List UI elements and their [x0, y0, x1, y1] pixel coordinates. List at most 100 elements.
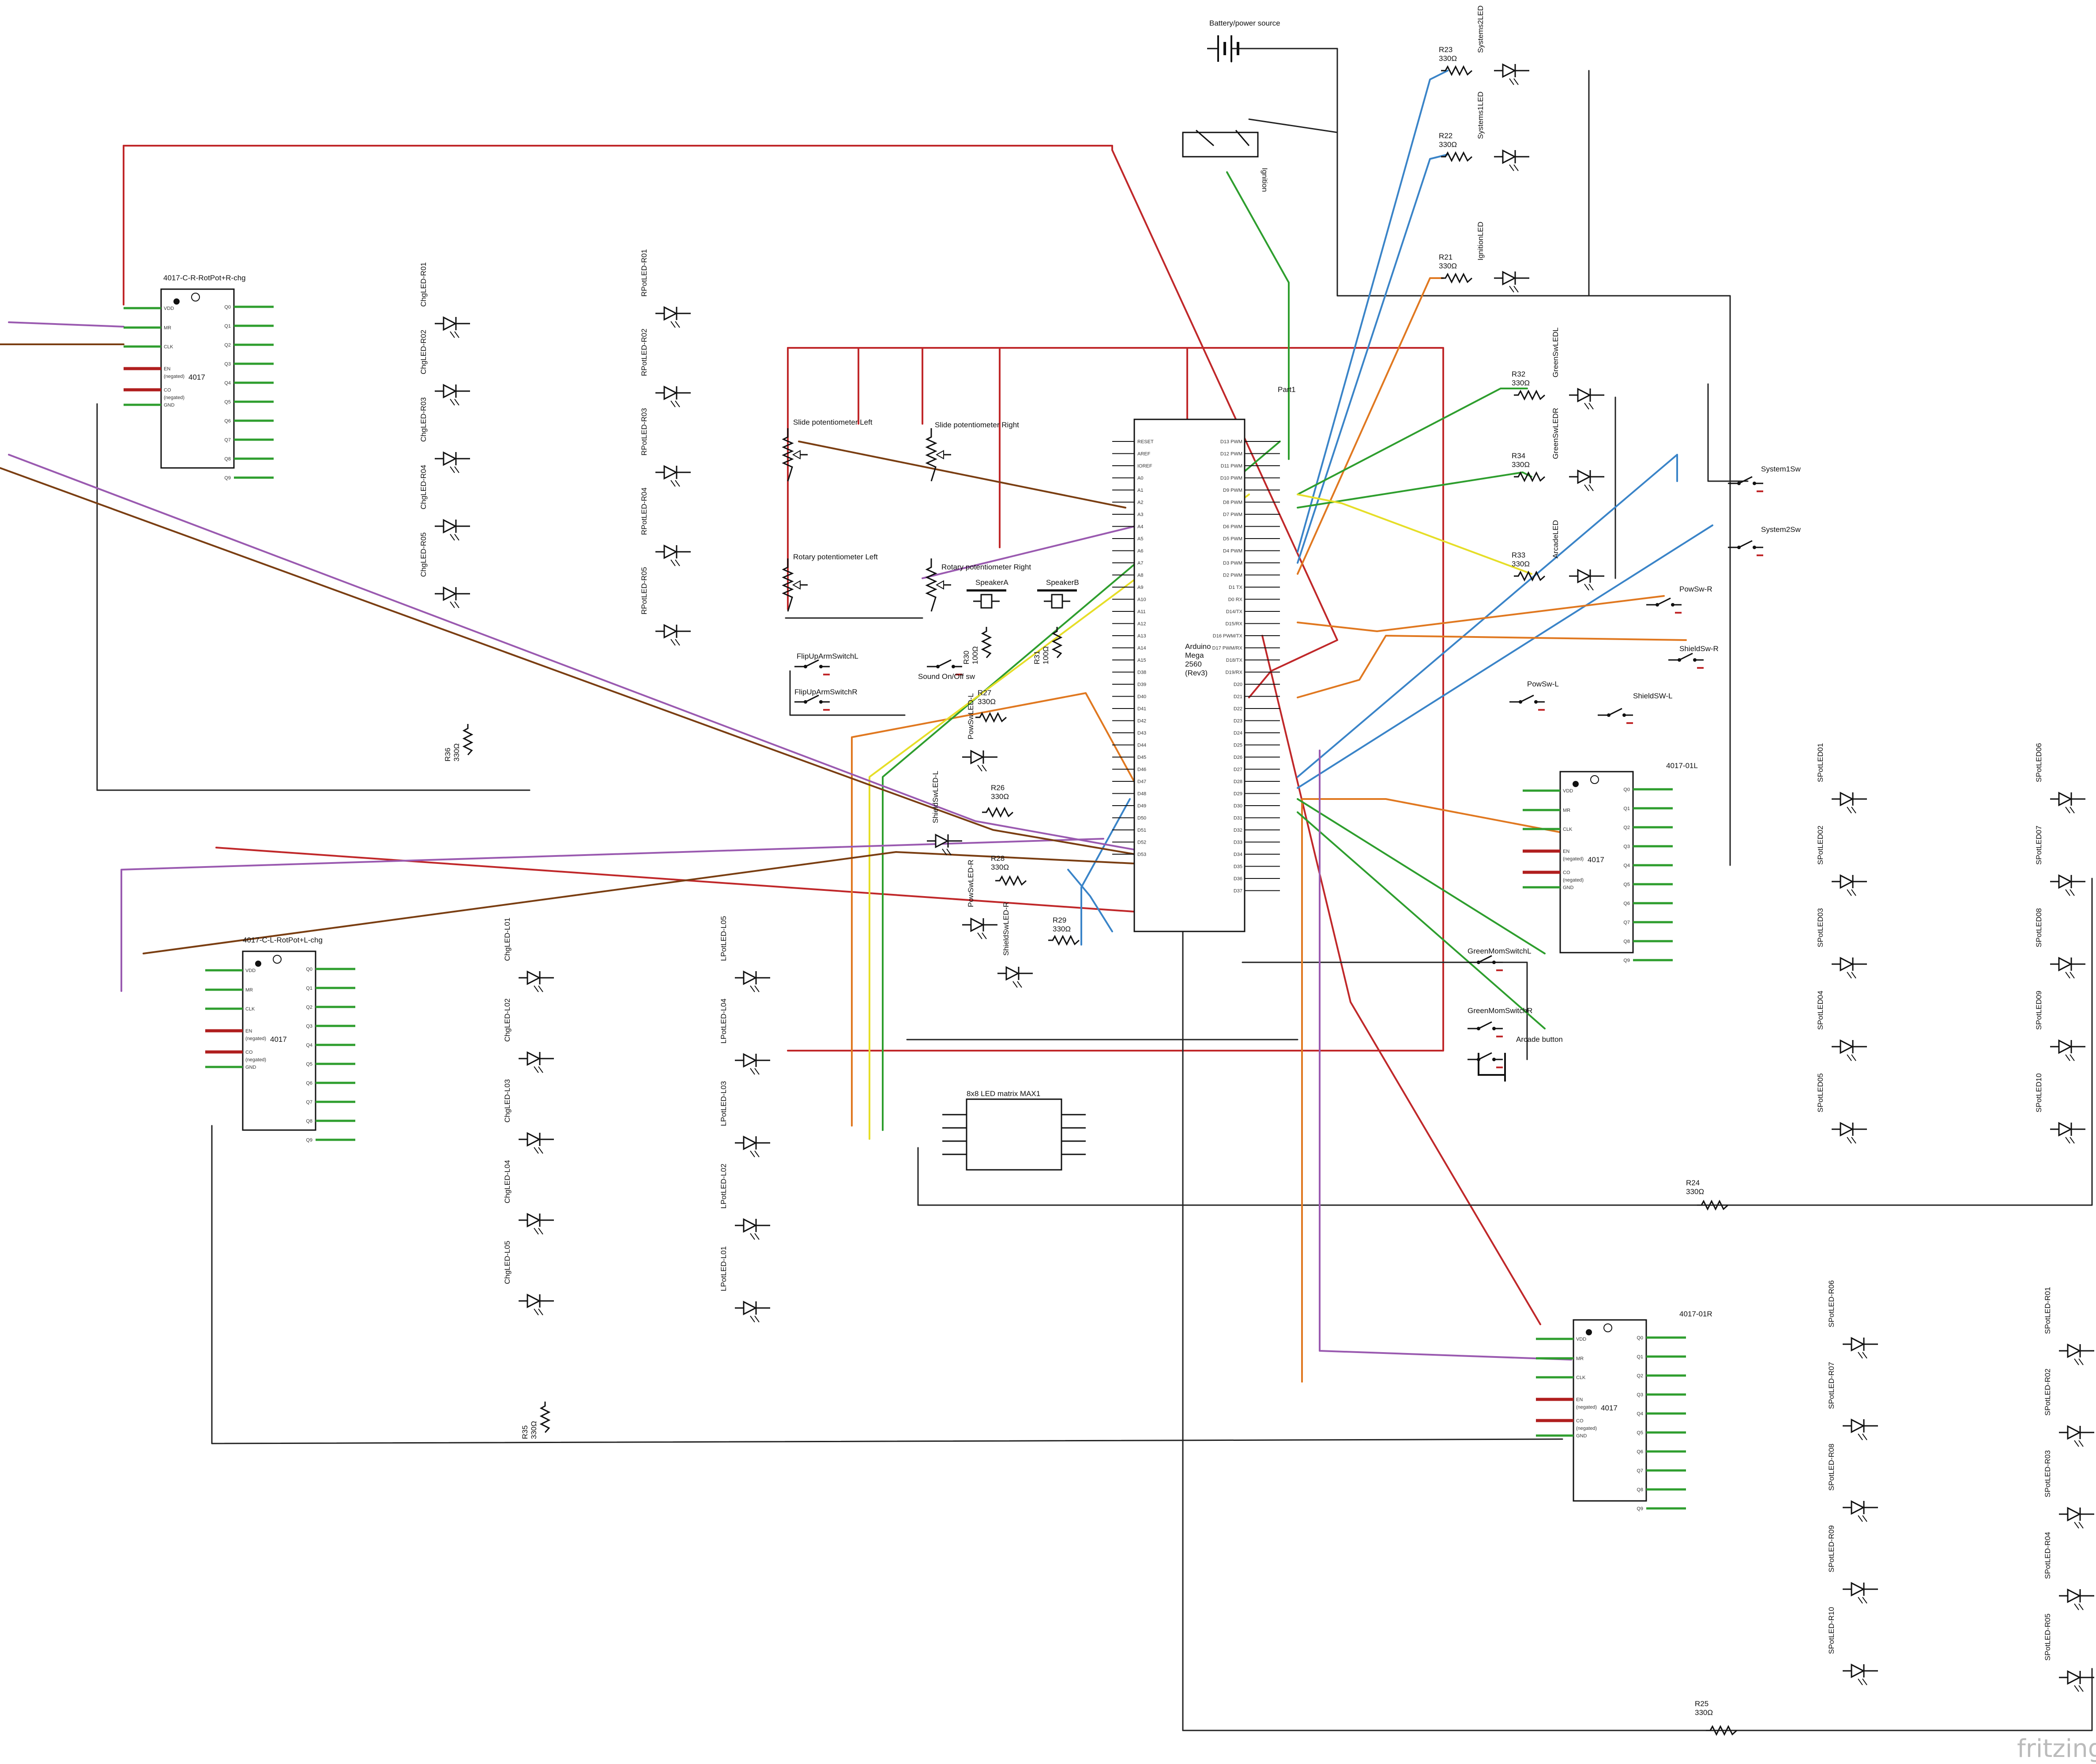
chip-pin-label: Q1: [1623, 806, 1630, 811]
led-label: SPotLED06: [2035, 743, 2043, 782]
chip-4017-01l-title: 4017-01L: [1666, 761, 1698, 770]
chip-4017-c-r-title: 4017-C-R-RotPot+R-chg: [163, 274, 246, 282]
chip-pin-label: Q8: [306, 1119, 312, 1124]
arduino-pin-right: D8 PWM: [1223, 500, 1242, 505]
wire-blue-sw1: [1297, 454, 1678, 778]
battery-label: Battery/power source: [1209, 19, 1280, 27]
chip-pin-label: CLK: [1563, 827, 1573, 832]
switch[interactable]: GreenMomSwitchR: [1468, 1006, 1532, 1037]
ignition-switch[interactable]: Ignition: [1182, 129, 1269, 192]
wire-green-sw-l: [1297, 388, 1528, 495]
chip-4017-01r-title: 4017-01R: [1679, 1310, 1712, 1318]
led: SPotLED-R09: [1827, 1525, 1878, 1604]
led: ChgLED-R03: [419, 397, 470, 473]
switch[interactable]: FlipUpArmSwitchL: [794, 652, 858, 675]
arduino-pin-left: IOREF: [1137, 464, 1152, 469]
arduino-pin-right: D34: [1234, 852, 1242, 857]
arduino-pin-left: A13: [1137, 633, 1146, 639]
led: SPotLED01: [1816, 743, 1867, 814]
led-label: SPotLED-R10: [1827, 1607, 1836, 1654]
led: LPotLED-L02: [719, 1164, 770, 1240]
arduino-pin-left: D41: [1137, 706, 1146, 712]
switch[interactable]: System2Sw: [1728, 525, 1801, 556]
wire-gnd-switch: [1248, 118, 1338, 133]
arduino-pin-right: D20: [1234, 682, 1242, 687]
resistor-name: R23: [1439, 45, 1453, 54]
switch[interactable]: Sound On/Off sw: [918, 659, 975, 681]
switch[interactable]: ShieldSW-L: [1598, 692, 1672, 724]
led-label: ChgLED-L02: [503, 999, 512, 1042]
led-label: ShieldSwLED-R: [1002, 902, 1010, 956]
arduino-pin-left: A4: [1137, 524, 1143, 530]
arduino-pin-left: D43: [1137, 731, 1146, 736]
arduino-pin-left: D48: [1137, 792, 1146, 797]
arduino-pin-right: D22: [1234, 706, 1242, 712]
led-label: LPotLED-L02: [719, 1164, 728, 1209]
led-label: SPotLED07: [2035, 825, 2043, 865]
switch[interactable]: GreenMomSwitchL: [1468, 947, 1532, 971]
led: RPotLED-R05: [640, 567, 691, 646]
chip-pin-label: MR: [1563, 808, 1570, 813]
resistor-name: R33: [1512, 551, 1525, 559]
led: SPotLED09: [2035, 991, 2085, 1061]
arduino-pin-right: D27: [1234, 767, 1242, 773]
led-label: LPotLED-L05: [719, 916, 728, 961]
arduino-pin-right: D21: [1234, 694, 1242, 700]
arduino-pin-right: D28: [1234, 779, 1242, 784]
potentiometer[interactable]: Slide potentiometer Left: [782, 418, 873, 482]
chip-4017-c-l-title: 4017-C-L-RotPot+L-chg: [243, 936, 323, 944]
arduino-pin-left: A11: [1137, 609, 1146, 614]
wire-red-cross-left: [215, 847, 1188, 915]
led: SPotLED-R04: [2043, 1532, 2094, 1610]
resistor-name: R26: [991, 784, 1005, 792]
chip-4017-01l: 4017-01L 4017 VDDMRCLKEN(negated)CO(nega…: [1523, 761, 1698, 963]
switch[interactable]: PowSw-L: [1509, 680, 1559, 711]
led-matrix: 8x8 LED matrix MAX1: [942, 1089, 1086, 1171]
led: IgnitionLED: [1476, 222, 1529, 293]
chip-pin-label: MR: [164, 325, 171, 331]
led: SPotLED-R10: [1827, 1607, 1878, 1685]
led-label: SPotLED-R09: [1827, 1525, 1836, 1572]
switch[interactable]: ShieldSw-R: [1668, 645, 1719, 669]
potentiometer[interactable]: Rotary potentiometer Right: [925, 558, 1031, 612]
arduino-pin-right: D25: [1234, 743, 1242, 748]
chip-pin-label: Q9: [1623, 958, 1630, 963]
chip-pin-label: Q1: [224, 324, 231, 329]
wire-brown-diag: [0, 467, 1148, 857]
wire-purple-rot: [922, 524, 1140, 579]
resistor-name: R31: [1033, 651, 1041, 664]
wire-green-sw-r: [1297, 471, 1532, 509]
led: SPotLED-R07: [1827, 1362, 1878, 1440]
chip-pin-label: Q6: [1623, 901, 1630, 906]
arduino-pin-right: D37: [1234, 889, 1242, 894]
arduino-left-pins: RESETAREFIOREFA0A1A2A3A4A5A6A7A8A9A10A11…: [1112, 439, 1154, 857]
led-label: ChgLED-L05: [503, 1241, 512, 1284]
led: ChgLED-R04: [419, 465, 470, 541]
switch[interactable]: FlipUpArmSwitchR: [794, 688, 858, 711]
resistor-value: 330Ω: [1439, 54, 1457, 63]
chip-pin-label: Q2: [1623, 825, 1630, 830]
resistor-name: R32: [1512, 370, 1525, 378]
switch[interactable]: Arcade button: [1468, 1035, 1563, 1068]
wire-green-btn-r: [1297, 811, 1546, 1029]
resistor-value: 100Ω: [971, 646, 979, 664]
chip-pin-label: GND: [245, 1065, 256, 1070]
chip-pin-label: Q5: [1637, 1430, 1643, 1436]
led-label: IgnitionLED: [1476, 222, 1485, 260]
chip-pin-label: Q7: [1637, 1468, 1643, 1474]
led-label: GreenSwLEDR: [1551, 408, 1560, 459]
potentiometer[interactable]: Rotary potentiometer Left: [782, 553, 878, 612]
switch[interactable]: PowSw-R: [1646, 585, 1712, 614]
switch[interactable]: System1Sw: [1728, 465, 1801, 492]
chip-4017-c-l-body: 4017: [270, 1035, 287, 1044]
led: SPotLED06: [2035, 743, 2085, 814]
potentiometer[interactable]: Slide potentiometer Right: [925, 421, 1019, 482]
arduino-pin-left: A0: [1137, 476, 1143, 481]
switch-label: Sound On/Off sw: [918, 672, 975, 681]
led-label: SPotLED-R07: [1827, 1362, 1836, 1409]
chip-pin-label: Q5: [224, 400, 231, 405]
